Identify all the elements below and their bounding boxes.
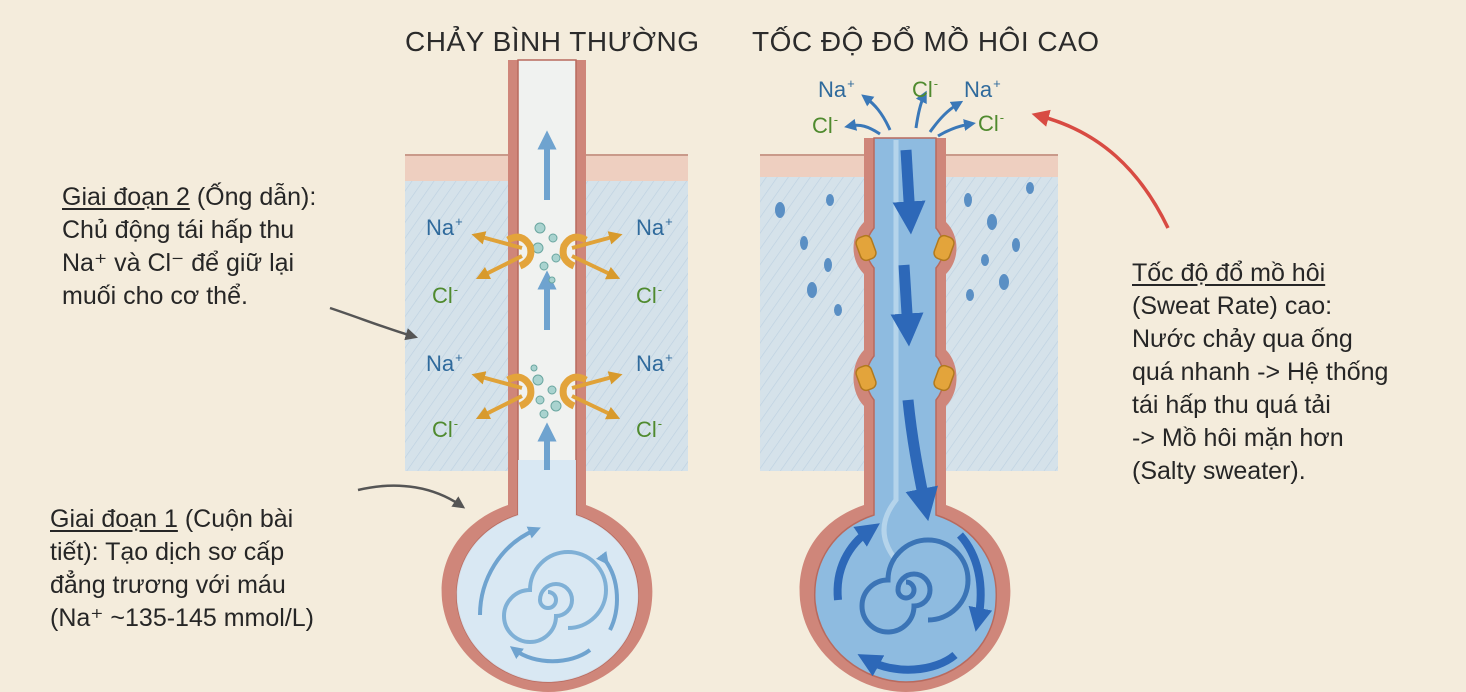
sweat-rate-note: Tốc độ đổ mồ hôi (Sweat Rate) cao: Nước … [1132,257,1388,488]
ion-bubbles [530,222,562,419]
stage2-line: Na⁺ và Cl⁻ để giữ lại [62,249,295,277]
sweat-rate-line: -> Mồ hôi mặn hơn [1132,424,1344,452]
high-rate-panel [760,90,1058,692]
sodium-ion-label: Na+ [636,214,673,240]
chloride-ion-label: Cl- [432,416,459,442]
chloride-ion-label: Cl- [636,282,663,308]
sweat-rate-line: (Salty sweater). [1132,457,1306,485]
stage2-line: Chủ động tái hấp thu [62,216,295,244]
normal-flow-panel [405,59,688,692]
stage2-heading: Giai đoạn 2 [62,183,190,211]
sodium-ion-label: Na+ [818,76,855,102]
chloride-ion-label: Cl- [812,112,839,138]
stage1-heading: Giai đoạn 1 [50,505,178,533]
stage1-line: tiết): Tạo dịch sơ cấp [50,538,285,566]
sweat-rate-line: (Sweat Rate) cao: [1132,292,1333,320]
title-normal-flow: CHẢY BÌNH THƯỜNG [405,26,700,57]
coil-spiral [502,550,608,644]
sodium-ion-label: Na+ [426,214,463,240]
stage2-pointer-arrow [329,306,418,341]
sweat-rate-line: quá nhanh -> Hệ thống [1132,358,1389,386]
sodium-ion-label: Na+ [964,76,1001,102]
stage2-note: Giai đoạn 2 (Ống dẫn): Chủ động tái hấp … [62,181,316,313]
stage1-heading-rest: (Cuộn bài [177,505,294,533]
sweat-rate-heading: Tốc độ đổ mồ hôi [1132,259,1326,287]
transport-arrow-icon [471,231,623,420]
stage1-pointer-arrow [357,484,466,509]
stage1-note: Giai đoạn 1 (Cuộn bài tiết): Tạo dịch sơ… [50,503,314,635]
high-rate-pointer-arrow [1031,109,1170,229]
sweat-droplet-icon [775,182,1034,316]
stage1-line: (Na⁺ ~135-145 mmol/L) [50,604,315,632]
coil-spiral [859,537,971,635]
escaping-ion-arrow-icon [844,90,976,138]
chloride-ion-label: Cl- [636,416,663,442]
chloride-ion-label: Cl- [432,282,459,308]
sodium-ion-label: Na+ [426,350,463,376]
sweat-rate-line: Nước chảy qua ống [1132,325,1353,353]
title-high-sweat-rate: TỐC ĐỘ ĐỔ MỒ HÔI CAO [752,26,1100,57]
stage2-heading-rest: (Ống dẫn): [189,183,317,211]
chloride-ion-label: Cl- [912,76,939,102]
fast-flow-arrow-icon [890,149,938,522]
chloride-ion-label: Cl- [978,110,1005,136]
ion-pump-icon [506,233,588,410]
sodium-ion-label: Na+ [636,350,673,376]
sweat-rate-line: tái hấp thu quá tải [1132,391,1331,419]
stage2-line: muối cho cơ thể. [62,282,248,310]
stage1-line: đẳng trương với máu [50,571,286,599]
ion-pump-icon [855,234,955,392]
